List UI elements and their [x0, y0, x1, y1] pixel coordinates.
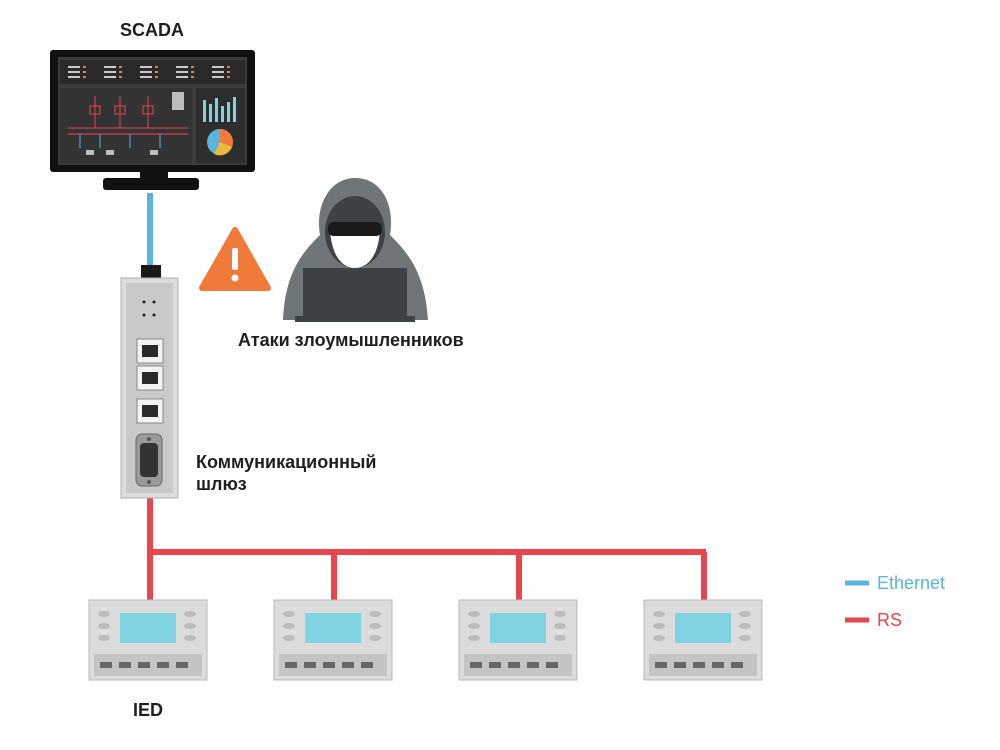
gateway-label-line1: Коммуникационный [196, 452, 377, 472]
gateway-device-icon [120, 265, 179, 499]
warning-icon [199, 227, 271, 291]
rs-bus [147, 498, 707, 600]
gateway-label-line2: шлюз [196, 474, 247, 494]
legend-rs: RS [877, 610, 903, 630]
scada-monitor-icon [50, 50, 255, 190]
hacker-icon [283, 178, 428, 322]
ied-label: IED [133, 700, 164, 720]
scada-label: SCADA [120, 20, 185, 40]
ied-device-icon [88, 599, 763, 681]
attacks-label: Атаки злоумышленников [238, 330, 464, 350]
legend-ethernet: Ethernet [877, 573, 946, 593]
